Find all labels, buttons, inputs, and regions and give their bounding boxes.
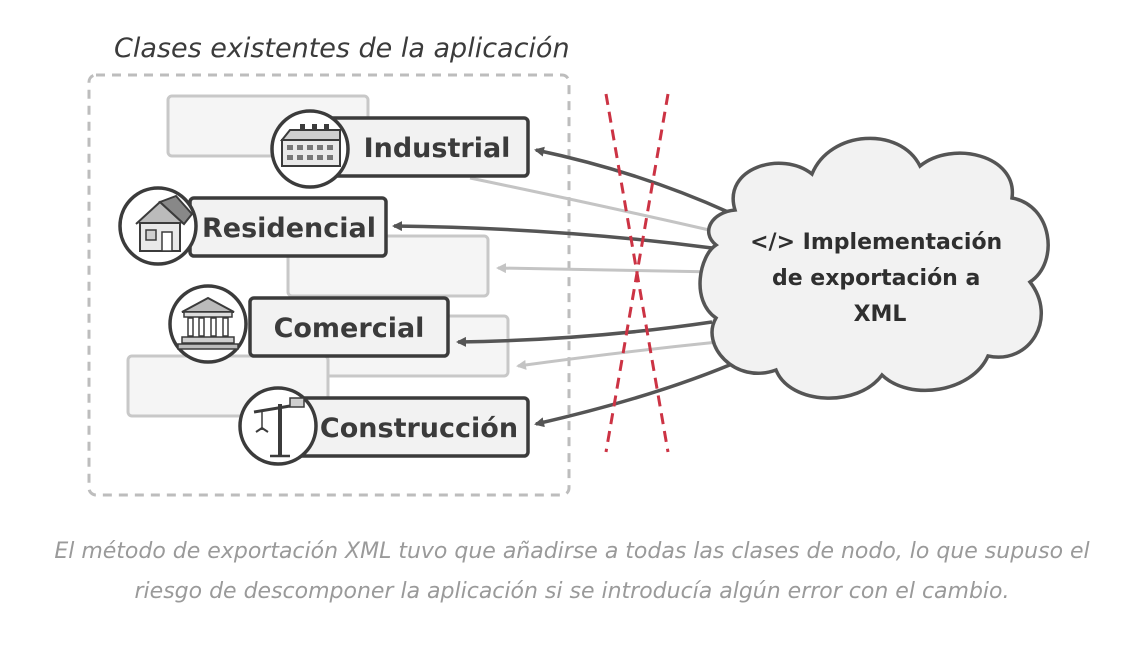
- ghost-arrow-3: [516, 340, 719, 370]
- node-comercial: Comercial: [168, 284, 450, 364]
- cloud-line-2: de exportación a: [772, 266, 980, 291]
- factory-icon: [270, 109, 350, 189]
- node-industrial-label: Industrial: [364, 133, 511, 164]
- figure-caption: El método de exportación XML tuvo que añ…: [0, 532, 1144, 612]
- cloud-shape: [698, 136, 1050, 400]
- ghost-arrows: [469, 176, 719, 370]
- node-comercial-box: [248, 296, 450, 358]
- caption-line-2: riesgo de descomponer la aplicación si s…: [134, 579, 1010, 604]
- arrow-to-residencial: [392, 221, 713, 250]
- rejection-cross: [604, 93, 670, 453]
- bank-icon: [168, 284, 248, 364]
- arrow-to-comercial: [456, 320, 713, 347]
- node-construccion: Construcción: [238, 386, 530, 466]
- crane-icon: [238, 386, 318, 466]
- cloud-label: </> Implementación de exportación a XML: [750, 230, 1010, 327]
- main-arrows: [392, 146, 733, 428]
- node-residencial-label: Residencial: [202, 213, 376, 244]
- node-industrial: Industrial: [270, 109, 530, 189]
- node-residencial: Residencial: [118, 186, 388, 266]
- node-comercial-label: Comercial: [274, 313, 425, 344]
- node-construccion-label: Construcción: [320, 413, 518, 444]
- cloud-line-1: </> Implementación: [750, 230, 1002, 255]
- caption-line-1: El método de exportación XML tuvo que añ…: [54, 539, 1090, 564]
- cross-line-2: [604, 93, 670, 453]
- app-classes-group: [87, 73, 571, 497]
- house-icon: [118, 186, 198, 266]
- diagram-canvas: Clases existentes de la aplicación </> I…: [87, 33, 1050, 497]
- cloud-line-3: XML: [854, 302, 907, 327]
- ghost-arrow-2: [496, 263, 719, 274]
- ghost-arrow-1: [469, 176, 719, 234]
- arrow-to-industrial: [534, 146, 729, 214]
- group-title: Clases existentes de la aplicación: [114, 33, 570, 64]
- arrow-to-construccion: [534, 362, 733, 428]
